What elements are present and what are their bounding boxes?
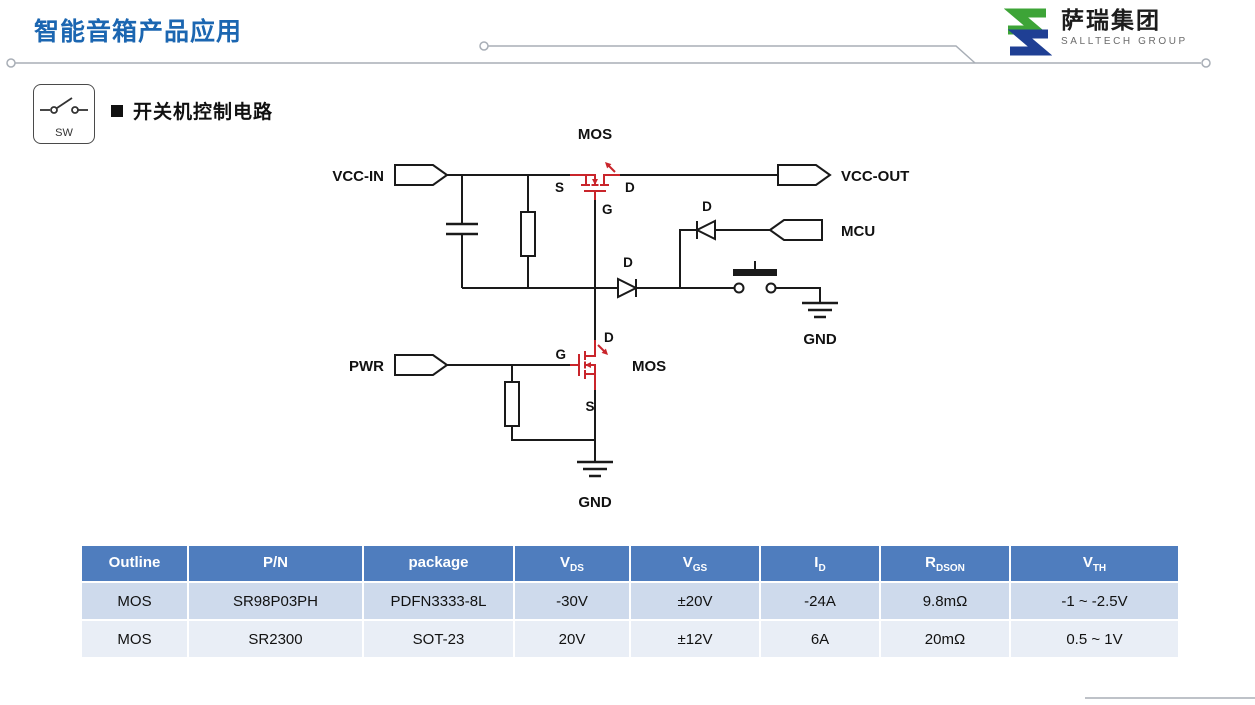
footer-divider bbox=[1085, 697, 1255, 699]
section-title: 开关机控制电路 bbox=[133, 102, 274, 123]
gnd-bottom-label: GND bbox=[578, 494, 612, 511]
cell-vgs: ±12V bbox=[629, 619, 761, 659]
diode-mcu bbox=[694, 219, 716, 241]
cell-pn: SR2300 bbox=[187, 619, 364, 659]
mcu-label: MCU bbox=[841, 223, 875, 240]
header-text: V bbox=[1082, 553, 1093, 571]
logo-texts: 萨瑞集团 SALLTECH GROUP bbox=[1061, 7, 1188, 48]
top-mos-d-label: D bbox=[625, 180, 635, 195]
col-header-package: package bbox=[362, 544, 515, 583]
bottom-mos-s-label: S bbox=[585, 399, 594, 414]
divider-dot-mid bbox=[479, 41, 489, 51]
table-row: MOS SR98P03PH PDFN3333-8L -30V ±20V -24A… bbox=[80, 581, 1180, 621]
cell-vth: 0.5 ~ 1V bbox=[1009, 619, 1180, 659]
switch-badge: SW bbox=[33, 84, 95, 144]
header-sub: GS bbox=[692, 562, 708, 574]
header-text: package bbox=[408, 553, 469, 571]
cell-vds: -30V bbox=[513, 581, 631, 621]
logo-subtitle: SALLTECH GROUP bbox=[1061, 36, 1188, 48]
mosfet-top bbox=[569, 161, 621, 201]
section-bullet-icon bbox=[111, 104, 123, 117]
resistor-top bbox=[520, 211, 536, 257]
col-header-id: ID bbox=[759, 544, 881, 583]
diode-mcu-label: D bbox=[702, 199, 712, 214]
cell-vth: -1 ~ -2.5V bbox=[1009, 581, 1180, 621]
spec-table: Outline P/N package VDS VGS ID RDSON VTH… bbox=[80, 544, 1180, 659]
mos-bottom-label: MOS bbox=[632, 358, 666, 375]
divider-dot-left bbox=[6, 58, 16, 68]
header-sub: DSON bbox=[935, 562, 965, 574]
header-sub: TH bbox=[1092, 562, 1107, 574]
divider-dot-right bbox=[1201, 58, 1211, 68]
logo-name: 萨瑞集团 bbox=[1061, 7, 1161, 33]
section-header: 开关机控制电路 bbox=[111, 97, 273, 124]
diode-main-label: D bbox=[623, 255, 633, 270]
circuit-wires bbox=[447, 174, 821, 462]
logo: 萨瑞集团 SALLTECH GROUP bbox=[1004, 7, 1188, 56]
circuit-diagram: MOS VCC-IN VCC-OUT MCU PWR S D G D D GND… bbox=[332, 126, 909, 511]
cell-pn: SR98P03PH bbox=[187, 581, 364, 621]
ground-right-icon bbox=[802, 301, 838, 319]
cell-rdson: 20mΩ bbox=[879, 619, 1011, 659]
divider-line-upper bbox=[488, 45, 976, 64]
header-divider bbox=[6, 41, 1211, 68]
cell-vgs: ±20V bbox=[629, 581, 761, 621]
gnd-right-label: GND bbox=[803, 331, 837, 348]
header-text: V bbox=[682, 553, 693, 571]
bottom-mos-g-label: G bbox=[555, 347, 566, 362]
cell-package: SOT-23 bbox=[362, 619, 515, 659]
top-mos-s-label: S bbox=[555, 180, 564, 195]
table-header-row: Outline P/N package VDS VGS ID RDSON VTH bbox=[80, 544, 1180, 583]
col-header-vth: VTH bbox=[1009, 544, 1180, 583]
capacitor bbox=[446, 222, 478, 236]
mos-top-label: MOS bbox=[578, 126, 612, 143]
cell-outline: MOS bbox=[80, 581, 189, 621]
header-text: I bbox=[814, 553, 819, 571]
table-row: MOS SR2300 SOT-23 20V ±12V 6A 20mΩ 0.5 ~… bbox=[80, 619, 1180, 659]
col-header-rdson: RDSON bbox=[879, 544, 1011, 583]
mosfet-bottom bbox=[569, 339, 609, 391]
header-text: P/N bbox=[262, 553, 288, 571]
header-text: R bbox=[925, 553, 936, 571]
header-sub: D bbox=[818, 562, 826, 574]
page-title: 智能音箱产品应用 bbox=[34, 18, 243, 46]
vcc-out-flag bbox=[777, 164, 832, 186]
bottom-mos-d-label: D bbox=[604, 330, 614, 345]
header-text: Outline bbox=[108, 553, 161, 571]
col-header-vds: VDS bbox=[513, 544, 631, 583]
cell-package: PDFN3333-8L bbox=[362, 581, 515, 621]
col-header-outline: Outline bbox=[80, 544, 189, 583]
switch-icon bbox=[40, 97, 88, 114]
resistor-bottom bbox=[504, 381, 520, 427]
cell-id: 6A bbox=[759, 619, 881, 659]
cell-outline: MOS bbox=[80, 619, 189, 659]
logo-icon bbox=[1004, 8, 1052, 56]
push-button bbox=[733, 261, 777, 294]
mcu-flag bbox=[768, 219, 823, 241]
cell-vds: 20V bbox=[513, 619, 631, 659]
ground-bottom-icon bbox=[577, 460, 613, 478]
pwr-label: PWR bbox=[349, 358, 384, 375]
vcc-out-label: VCC-OUT bbox=[841, 168, 909, 185]
diode-main bbox=[617, 277, 639, 299]
header-sub: DS bbox=[570, 562, 584, 574]
header-text: V bbox=[560, 553, 571, 571]
cell-rdson: 9.8mΩ bbox=[879, 581, 1011, 621]
pwr-flag bbox=[394, 354, 449, 376]
col-header-pn: P/N bbox=[187, 544, 364, 583]
cell-id: -24A bbox=[759, 581, 881, 621]
col-header-vgs: VGS bbox=[629, 544, 761, 583]
vcc-in-flag bbox=[394, 164, 449, 186]
switch-badge-label: SW bbox=[55, 127, 73, 139]
vcc-in-label: VCC-IN bbox=[332, 168, 384, 185]
top-mos-g-label: G bbox=[602, 202, 613, 217]
